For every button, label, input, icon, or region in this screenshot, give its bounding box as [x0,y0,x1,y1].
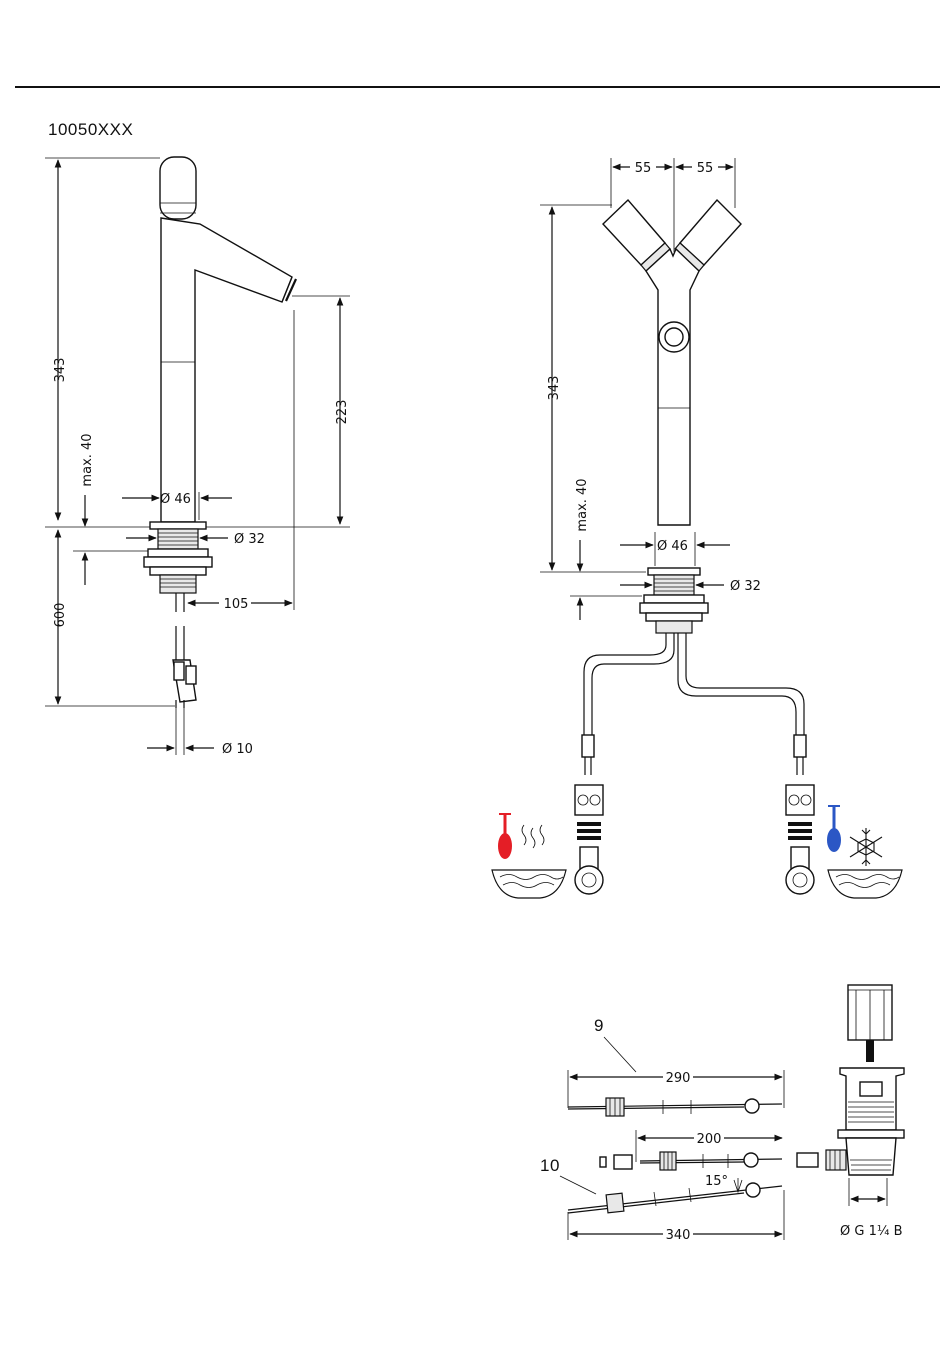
waste-dim-rod-short: 200 [697,1132,722,1147]
faucet-front-body [582,200,806,775]
waste-dim-rod-10: 340 [666,1228,691,1243]
side-dim-hole-dia: Ø 32 [234,532,265,547]
hot-water-icon [492,814,566,898]
side-dim-hose-dia: Ø 10 [222,742,253,757]
lift-rod-short [600,1152,818,1170]
side-view-drawing: 343 max. 40 600 223 105 Ø 46 Ø 32 [45,157,350,757]
lift-rod-9 [568,1098,782,1116]
cold-water-icon [827,806,902,898]
side-dim-base-dia: Ø 46 [160,492,191,507]
model-number: 10050XXX [48,120,133,139]
side-dim-height: 343 [53,358,68,383]
front-dim-right-offset: 55 [697,161,714,176]
drain-valve [826,985,904,1175]
callout-part-9: 9 [594,1016,604,1035]
front-dim-max-deck: max. 40 [575,478,590,531]
side-dim-reach: 105 [224,597,249,612]
front-view-drawing: 55 55 343 max. 40 Ø 46 Ø 32 [492,158,902,898]
left-valve-assembly [575,785,603,894]
front-dim-left-offset: 55 [635,161,652,176]
waste-dim-rod-9: 290 [666,1071,691,1086]
waste-dim-angle: 15° [705,1174,728,1189]
snowflake-icon [850,828,882,866]
front-dim-base-dia: Ø 46 [657,539,688,554]
waste-set-drawing: 9 290 200 [540,985,904,1243]
front-dim-hole-dia: Ø 32 [730,579,761,594]
callout-part-10: 10 [540,1156,560,1175]
faucet-side-body [144,157,296,708]
side-dim-spout-height: 223 [335,400,350,425]
waste-dim-thread: Ø G 1¼ B [840,1224,903,1239]
side-dim-max-deck: max. 40 [80,433,95,486]
right-valve-assembly [786,785,814,894]
front-dim-height: 343 [547,376,562,401]
lift-rod-10 [568,1178,782,1213]
side-dim-hose-length: 600 [53,603,68,628]
